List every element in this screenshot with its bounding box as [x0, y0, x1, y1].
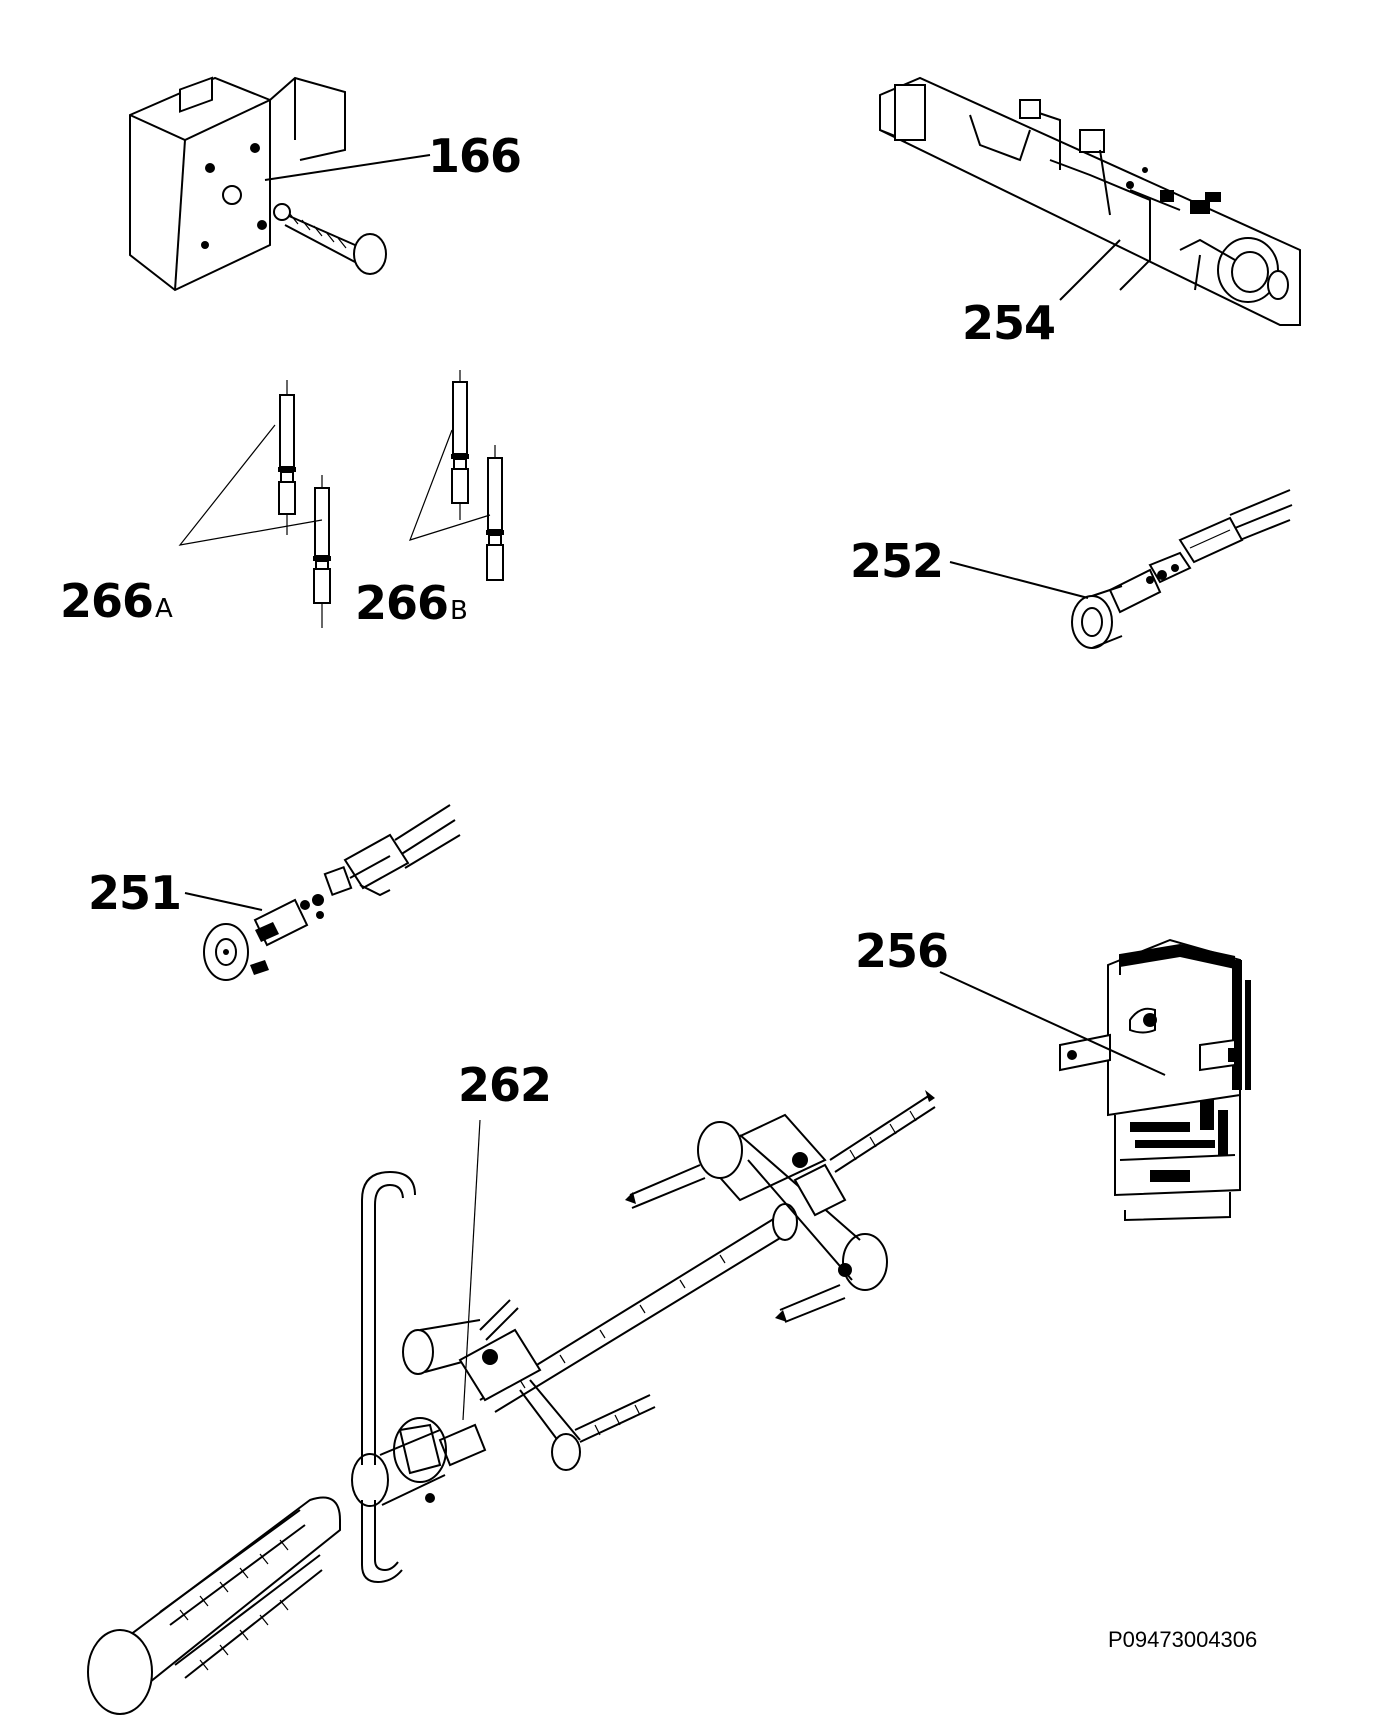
leader-256 [939, 971, 1166, 1076]
label-256: 256 [855, 924, 949, 978]
drawing-code: P09473004306 [1108, 1627, 1258, 1652]
leader-266a [178, 424, 323, 546]
label-262: 262 [458, 1058, 552, 1112]
part-254-switch-assembly [879, 76, 1301, 326]
label-266a: 266A [60, 574, 173, 628]
label-254: 254 [962, 296, 1056, 350]
part-251-igniter [203, 804, 461, 981]
label-266a-suffix: A [155, 594, 173, 624]
part-266a-electrodes [278, 380, 331, 628]
part-166-relay-box [129, 76, 387, 292]
part-262-burner-assembly [87, 1090, 936, 1715]
leader-251 [184, 892, 263, 911]
label-252: 252 [850, 534, 944, 588]
label-266b-suffix: B [450, 596, 468, 626]
part-252-igniter [1071, 489, 1293, 649]
label-166: 166 [428, 129, 522, 183]
leader-262 [462, 1119, 481, 1421]
label-266b: 266B [355, 576, 468, 630]
leader-166 [264, 154, 431, 181]
leader-266b [408, 429, 491, 541]
part-266b-electrodes [451, 370, 504, 581]
leader-252 [949, 561, 1089, 599]
label-251: 251 [88, 866, 182, 920]
leader-254 [1059, 239, 1121, 301]
part-256-valve-block [1059, 938, 1251, 1222]
